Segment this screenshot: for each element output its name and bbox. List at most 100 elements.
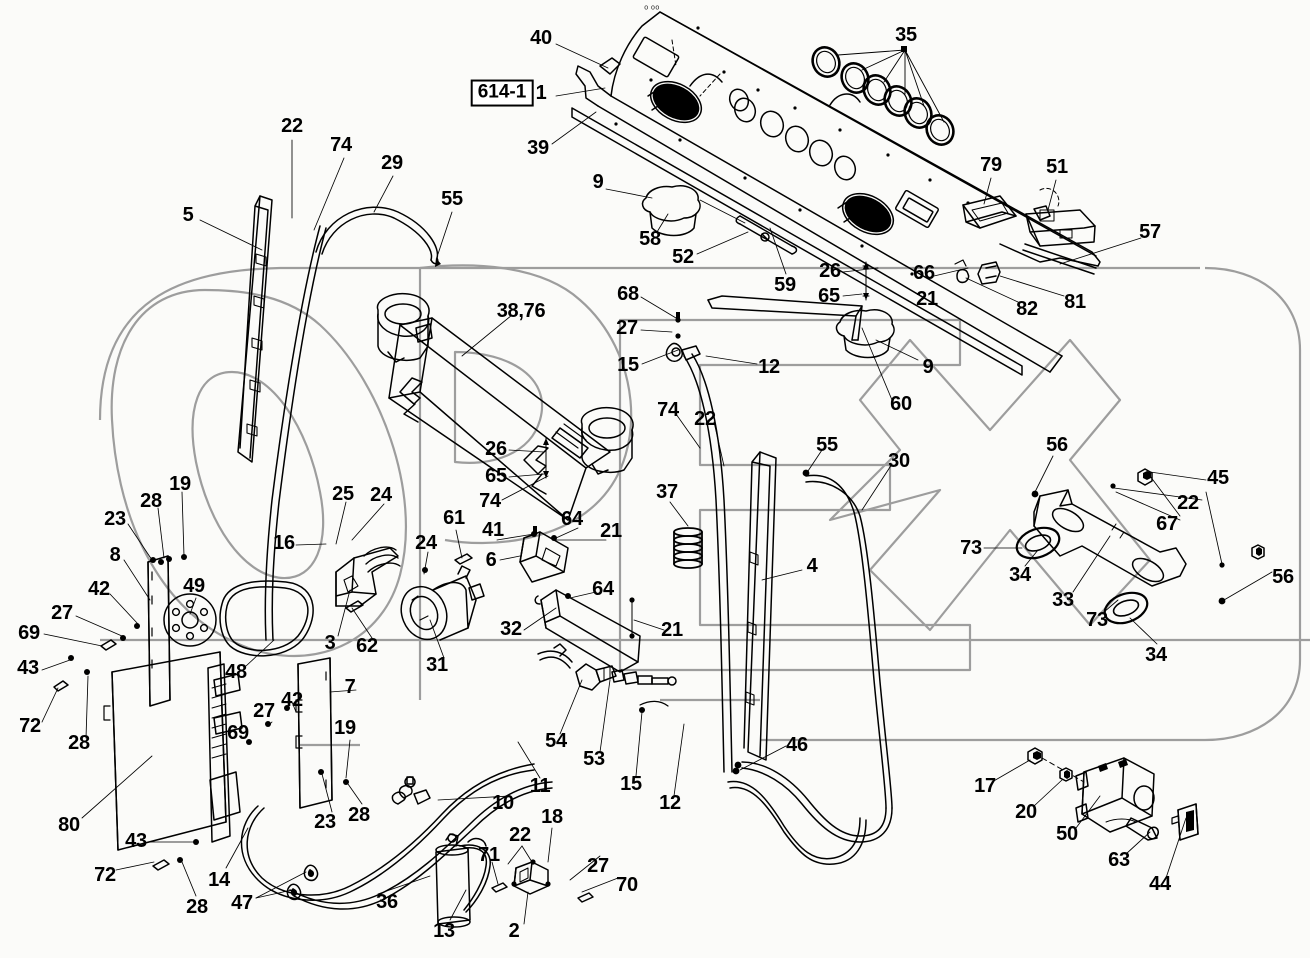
callout-80[interactable]: 80 [58,814,80,836]
callout-9[interactable]: 9 [922,356,934,378]
callout-17[interactable]: 17 [974,775,996,797]
callout-28[interactable]: 28 [348,804,370,826]
callout-79[interactable]: 79 [980,154,1002,176]
callout-52[interactable]: 52 [672,246,694,268]
callout-27[interactable]: 27 [587,855,609,877]
callout-46[interactable]: 46 [786,734,808,756]
callout-71[interactable]: 71 [478,844,500,866]
callout-44[interactable]: 44 [1149,873,1171,895]
callout-34[interactable]: 34 [1145,644,1167,666]
callout-3[interactable]: 3 [324,632,336,654]
callout-69[interactable]: 69 [227,722,249,744]
callout-4[interactable]: 4 [806,555,818,577]
callout-30[interactable]: 30 [888,450,910,472]
callout-51[interactable]: 51 [1046,156,1068,178]
callout-68[interactable]: 68 [617,283,639,305]
callout-72[interactable]: 72 [94,864,116,886]
callout-28[interactable]: 28 [186,896,208,918]
callout-37[interactable]: 37 [656,481,678,503]
callout-6[interactable]: 6 [485,549,497,571]
callout-47[interactable]: 47 [231,892,253,914]
callout-49[interactable]: 49 [183,575,205,597]
callout-59[interactable]: 59 [774,274,796,296]
callout-40[interactable]: 40 [530,27,552,49]
callout-53[interactable]: 53 [583,748,605,770]
callout-36[interactable]: 36 [376,891,398,913]
callout-27[interactable]: 27 [253,700,275,722]
callout-13[interactable]: 13 [433,920,455,942]
callout-24[interactable]: 24 [370,484,392,506]
callout-22[interactable]: 22 [509,824,531,846]
callout-28[interactable]: 28 [140,490,162,512]
callout-42[interactable]: 42 [281,689,303,711]
callout-7[interactable]: 7 [344,676,356,698]
callout-29[interactable]: 29 [381,152,403,174]
callout-22[interactable]: 22 [1177,492,1199,514]
callout-35[interactable]: 35 [895,24,917,46]
callout-5[interactable]: 5 [182,204,194,226]
callout-22[interactable]: 22 [694,408,716,430]
callout-64[interactable]: 64 [592,578,614,600]
callout-18[interactable]: 18 [541,806,563,828]
callout-32[interactable]: 32 [500,618,522,640]
callout-11[interactable]: 11 [529,775,551,797]
callout-9[interactable]: 9 [592,171,604,193]
callout-81[interactable]: 81 [1064,291,1086,313]
callout-1[interactable]: 1 [535,82,547,104]
callout-26[interactable]: 26 [485,438,507,460]
callout-64[interactable]: 64 [561,508,583,530]
reference-box-614-1[interactable]: 614-1 [470,79,534,107]
callout-74[interactable]: 74 [330,134,352,156]
callout-38-76[interactable]: 38,76 [496,300,546,322]
callout-50[interactable]: 50 [1056,823,1078,845]
callout-69[interactable]: 69 [18,622,40,644]
callout-27[interactable]: 27 [51,602,73,624]
callout-34[interactable]: 34 [1009,564,1031,586]
callout-56[interactable]: 56 [1046,434,1068,456]
callout-62[interactable]: 62 [356,635,378,657]
callout-12[interactable]: 12 [659,792,681,814]
callout-58[interactable]: 58 [639,228,661,250]
callout-60[interactable]: 60 [890,393,912,415]
callout-54[interactable]: 54 [545,730,567,752]
callout-20[interactable]: 20 [1015,801,1037,823]
callout-16[interactable]: 16 [273,532,295,554]
callout-21[interactable]: 21 [916,288,938,310]
callout-55[interactable]: 55 [441,188,463,210]
callout-15[interactable]: 15 [617,354,639,376]
callout-27[interactable]: 27 [616,317,638,339]
callout-61[interactable]: 61 [443,507,465,529]
callout-25[interactable]: 25 [332,483,354,505]
callout-24[interactable]: 24 [415,532,437,554]
callout-2[interactable]: 2 [508,920,520,942]
callout-21[interactable]: 21 [661,619,683,641]
callout-14[interactable]: 14 [208,869,230,891]
callout-33[interactable]: 33 [1052,589,1074,611]
callout-65[interactable]: 65 [485,465,507,487]
callout-26[interactable]: 26 [819,260,841,282]
callout-31[interactable]: 31 [426,654,448,676]
callout-72[interactable]: 72 [19,715,41,737]
callout-15[interactable]: 15 [620,773,642,795]
callout-74[interactable]: 74 [479,490,501,512]
callout-21[interactable]: 21 [600,520,622,542]
callout-74[interactable]: 74 [657,399,679,421]
callout-43[interactable]: 43 [17,657,39,679]
callout-73[interactable]: 73 [1086,609,1108,631]
callout-19[interactable]: 19 [334,717,356,739]
callout-65[interactable]: 65 [818,285,840,307]
callout-19[interactable]: 19 [169,473,191,495]
callout-56[interactable]: 56 [1272,566,1294,588]
callout-82[interactable]: 82 [1016,298,1038,320]
callout-41[interactable]: 41 [482,519,504,541]
callout-45[interactable]: 45 [1207,467,1229,489]
callout-43[interactable]: 43 [125,830,147,852]
callout-22[interactable]: 22 [281,115,303,137]
callout-28[interactable]: 28 [68,732,90,754]
callout-73[interactable]: 73 [960,537,982,559]
callout-23[interactable]: 23 [314,811,336,833]
callout-12[interactable]: 12 [758,356,780,378]
callout-39[interactable]: 39 [527,137,549,159]
callout-48[interactable]: 48 [225,661,247,683]
callout-8[interactable]: 8 [109,544,121,566]
